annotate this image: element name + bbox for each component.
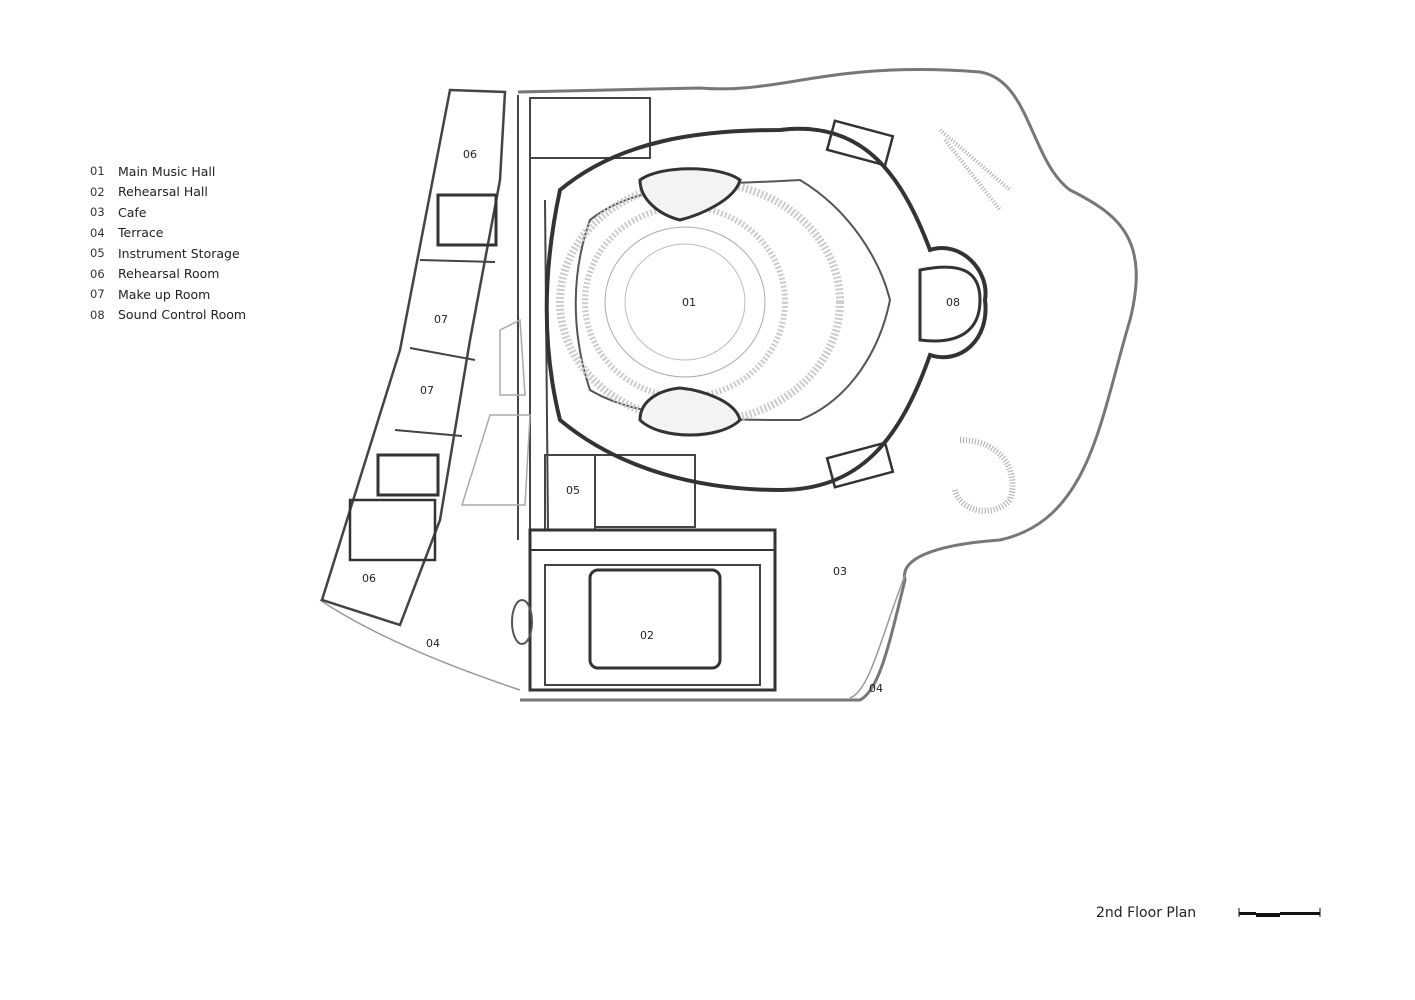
label-makeup-room-1: 07	[434, 313, 448, 326]
label-rehearsal-room-south: 06	[362, 572, 376, 585]
legend-item: 03 Cafe	[90, 202, 246, 223]
legend-item: 07 Make up Room	[90, 284, 246, 305]
label-makeup-room-2: 07	[420, 384, 434, 397]
legend-label: Rehearsal Room	[118, 266, 220, 282]
legend-item: 08 Sound Control Room	[90, 305, 246, 326]
legend-label: Cafe	[118, 204, 147, 220]
label-terrace-west: 04	[426, 637, 440, 650]
main-hall-outer	[544, 126, 988, 493]
legend-label: Instrument Storage	[118, 245, 240, 261]
west-wing	[320, 88, 507, 627]
legend-item: 04 Terrace	[90, 223, 246, 244]
label-instrument-storage: 05	[566, 484, 580, 497]
label-main-hall: 01	[682, 296, 696, 309]
legend-number: 03	[90, 205, 105, 220]
legend-number: 04	[90, 225, 105, 240]
plan-title: 2nd Floor Plan	[1096, 905, 1197, 921]
room-legend: 01 Main Music Hall 02 Rehearsal Hall 03 Caf…	[90, 161, 246, 325]
scale-bar	[1238, 908, 1321, 917]
label-rehearsal-room-north: 06	[463, 148, 477, 161]
legend-label: Main Music Hall	[118, 163, 216, 179]
label-rehearsal-hall: 02	[640, 629, 654, 642]
rehearsal-hall-wall	[528, 528, 777, 692]
legend-label: Rehearsal Hall	[118, 184, 208, 200]
terrace-edge	[319, 574, 906, 699]
legend-number: 07	[90, 287, 105, 302]
legend-item: 02 Rehearsal Hall	[90, 182, 246, 203]
legend-item: 01 Main Music Hall	[90, 161, 246, 182]
legend-number: 05	[90, 246, 105, 261]
legend-label: Make up Room	[118, 286, 211, 302]
legend-label: Sound Control Room	[118, 307, 247, 323]
main-hall-inner	[574, 178, 892, 422]
label-terrace-east: 04	[869, 682, 883, 695]
legend-item: 05 Instrument Storage	[90, 243, 246, 264]
legend-number: 02	[90, 184, 105, 199]
legend-number: 06	[90, 266, 105, 281]
site-boundary	[517, 68, 1138, 702]
label-cafe: 03	[833, 565, 847, 578]
legend-label: Terrace	[118, 225, 164, 241]
legend-number: 01	[90, 164, 105, 179]
label-sound-control: 08	[946, 296, 960, 309]
legend-item: 06 Rehearsal Room	[90, 264, 246, 285]
legend-number: 08	[90, 307, 105, 322]
